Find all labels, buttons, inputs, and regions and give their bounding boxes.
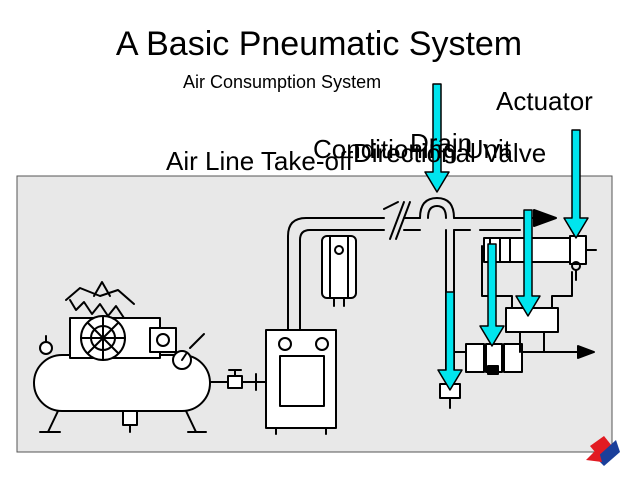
pointer-arrows [424,83,589,391]
main-supply-pipe [287,197,557,331]
label-conditioning-unit: Conditioning Unit [313,134,512,164]
slide-subtitle: Air Consumption System [183,72,382,92]
tank-outlet-pipe [209,369,267,391]
down-arrow-icon [479,243,505,347]
down-arrow-icon [563,129,589,239]
separator-filter [321,235,357,307]
label-actuator: Actuator [496,86,593,116]
logo-icon [586,436,620,466]
down-arrow-icon [437,291,463,391]
label-directional-valve: Directional Valve [353,138,547,168]
compressor [65,281,205,370]
directional-valve [481,245,573,353]
slide-title: A Basic Pneumatic System [115,25,523,63]
label-drain: Drain [410,128,473,158]
down-arrow-icon [424,83,450,193]
conditioning-unit [453,343,595,375]
dryer-cabinet [265,329,337,435]
label-air-line-take-off: Air Line Take-off [166,146,353,176]
down-arrow-icon [515,209,541,317]
